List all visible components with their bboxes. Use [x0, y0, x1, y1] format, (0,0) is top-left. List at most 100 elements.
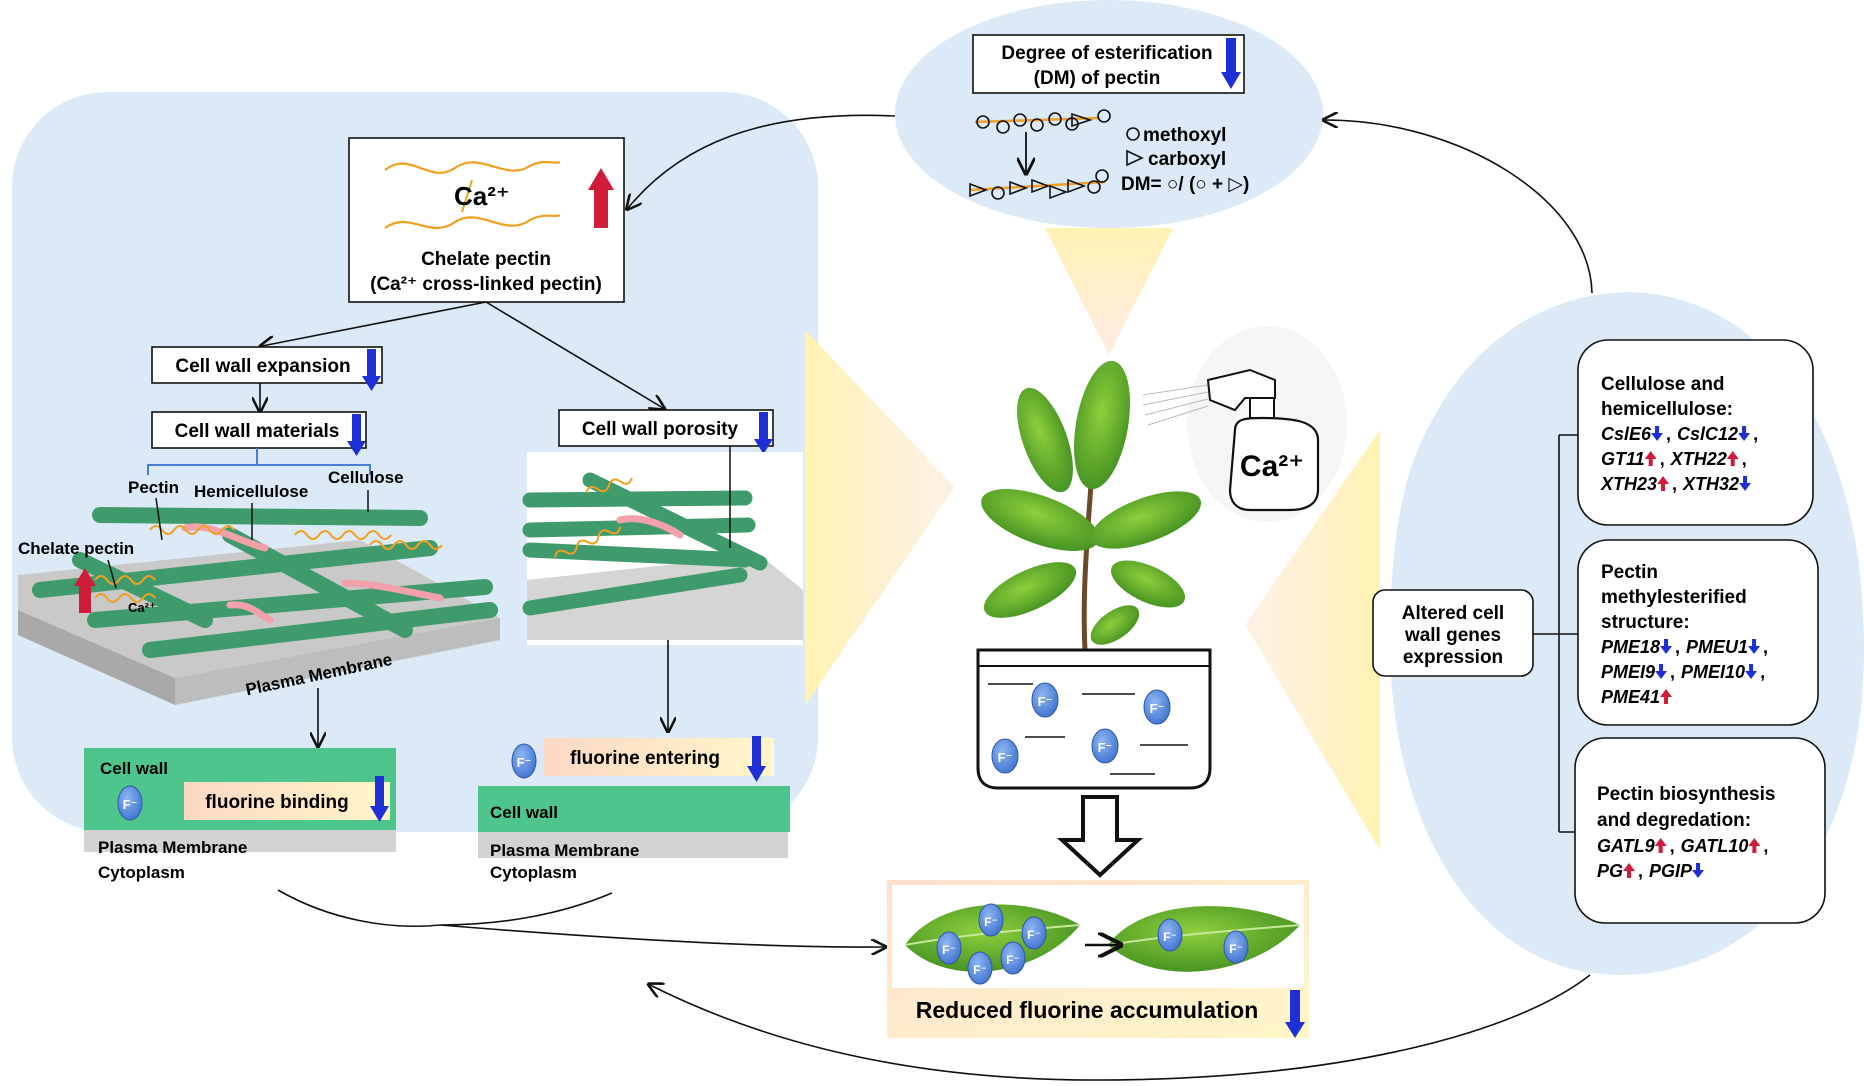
svg-text:F⁻: F⁻	[123, 797, 138, 812]
svg-text:F⁻: F⁻	[998, 750, 1013, 765]
gene-name: CslE6	[1601, 424, 1652, 444]
gene-separator: ,	[1638, 861, 1643, 881]
svg-text:methoxyl: methoxyl	[1143, 125, 1226, 146]
fluorine-entering-label: fluorine entering	[570, 748, 720, 769]
down-arrow-icon	[1655, 664, 1668, 679]
calcium-spray-bottle: Ca²⁺	[1142, 326, 1347, 522]
down-arrow-icon	[1748, 639, 1761, 654]
svg-text:F⁻: F⁻	[1163, 930, 1177, 944]
gene-name: PME41	[1601, 687, 1660, 707]
materials-bracket	[147, 448, 371, 475]
gene-list: PME18,PMEU1,PMEI9,PMEI10,PME41	[1601, 637, 1768, 707]
gene-separator: ,	[1742, 449, 1747, 469]
gene-group-cellulose: Cellulose and hemicellulose: CslE6,CslC1…	[1577, 339, 1814, 526]
gene-name: GATL10	[1681, 836, 1749, 856]
gene-separator: ,	[1660, 449, 1665, 469]
svg-text:Pectin: Pectin	[1601, 562, 1658, 583]
down-arrow-blue	[747, 736, 766, 782]
fluorine-binding-layer: Cell wall fluorine binding F⁻ Plasma Mem…	[84, 748, 396, 890]
svg-text:F⁻: F⁻	[1150, 701, 1165, 716]
fluorine-binding-label: fluorine binding	[205, 792, 349, 813]
gene-name: GT11	[1601, 449, 1645, 469]
up-arrow-icon	[1623, 863, 1636, 878]
gene-name: GATL9	[1597, 836, 1655, 856]
chelate-pectin-label: Chelate pectin	[18, 539, 134, 558]
gene-name: PGIP	[1649, 861, 1693, 881]
svg-text:F⁻: F⁻	[1038, 694, 1053, 709]
fluoride-ion-icon: F⁻	[978, 903, 1004, 937]
down-arrow-blue	[754, 412, 773, 454]
arrow-dm-to-chelate	[628, 114, 896, 208]
flow-curve-to-result	[277, 889, 441, 928]
result-box: F⁻ F⁻ F⁻ F⁻ F⁻ F⁻ F⁻ Reduced fluorine ac…	[887, 880, 1309, 1038]
svg-text:Altered cell: Altered cell	[1402, 603, 1504, 624]
svg-text:F⁻: F⁻	[1098, 740, 1113, 755]
tea-plant-icon	[981, 360, 1202, 651]
pectin-chain-upper	[384, 160, 561, 174]
up-arrow-icon	[1660, 689, 1673, 704]
svg-text:hemicellulose:: hemicellulose:	[1601, 399, 1733, 420]
de-esterified-pectin-chain	[969, 169, 1109, 200]
arrow-genes-to-left-panel	[650, 974, 1591, 1081]
pectin-label: Pectin	[128, 478, 179, 497]
gene-separator: ,	[1763, 836, 1768, 856]
cell-wall-label: Cell wall	[100, 759, 168, 778]
gene-name: CslC12	[1677, 424, 1738, 444]
up-arrow-icon	[1726, 451, 1739, 466]
plasma-membrane-label: Plasma Membrane	[490, 841, 639, 860]
fluoride-ion-icon: F⁻	[1157, 918, 1183, 952]
up-arrow-icon	[1748, 838, 1761, 853]
up-arrow-red	[74, 568, 96, 613]
svg-text:F⁻: F⁻	[984, 915, 998, 929]
gene-name: PMEU1	[1686, 637, 1748, 657]
down-arrow-icon	[1660, 639, 1673, 654]
fluoride-ion-icon: F⁻	[1000, 941, 1026, 975]
fluoride-ion-icon: F⁻	[117, 785, 143, 821]
svg-text:and degredation:: and degredation:	[1597, 810, 1751, 831]
right-pointer-triangle	[1245, 430, 1380, 850]
cell-wall-expansion-label: Cell wall expansion	[175, 356, 350, 377]
plasma-membrane-label: Plasma Membrane	[98, 838, 247, 857]
leaf-low-fluorine	[1107, 906, 1301, 972]
svg-text:Pectin biosynthesis: Pectin biosynthesis	[1597, 784, 1775, 805]
spray-ca-label: Ca²⁺	[1240, 450, 1304, 483]
chelate-pectin-box: Ca²⁺ Chelate pectin (Ca²⁺ cross-linked p…	[348, 137, 625, 303]
chelate-ca-ion: Ca²⁺	[454, 181, 510, 211]
svg-text:structure:: structure:	[1601, 612, 1690, 633]
svg-text:methylesterified: methylesterified	[1601, 587, 1747, 608]
carboxyl-legend: carboxyl	[1126, 149, 1226, 170]
gene-name: PMEI9	[1601, 662, 1655, 682]
ca-small-label: Ca²⁺	[128, 600, 156, 615]
up-arrow-icon	[1644, 451, 1657, 466]
up-arrow-icon	[1657, 476, 1670, 491]
dm-title-line1: Degree of esterification	[1001, 43, 1212, 64]
down-arrow-icon	[1651, 426, 1664, 441]
gene-group-pectin-structure: Pectin methylesterified structure: PME18…	[1577, 539, 1819, 726]
cell-wall-structure-right	[522, 446, 803, 645]
dm-title-line2: (DM) of pectin	[1034, 68, 1161, 89]
cell-wall-label: Cell wall	[490, 803, 558, 822]
gene-separator: ,	[1670, 836, 1675, 856]
svg-text:F⁻: F⁻	[517, 755, 532, 770]
pectin-chain-lower	[384, 213, 561, 229]
gene-separator: ,	[1763, 637, 1768, 657]
gene-name: PME18	[1601, 637, 1660, 657]
down-arrow-blue	[1221, 38, 1241, 89]
gene-separator: ,	[1753, 424, 1758, 444]
hollow-down-arrow	[1056, 795, 1144, 878]
fluoride-ion-icon: F⁻	[1021, 916, 1047, 950]
down-arrow-blue	[370, 776, 389, 822]
dm-formula: DM= ○/ (○ + ▷)	[1121, 174, 1249, 195]
gene-name: PG	[1597, 861, 1623, 881]
fluoride-ion-icon: F⁻	[991, 738, 1019, 774]
gene-separator: ,	[1670, 662, 1675, 682]
fluoride-ion-icon: F⁻	[511, 743, 537, 779]
cell-wall-porosity-box: Cell wall porosity	[558, 409, 774, 454]
svg-text:F⁻: F⁻	[1229, 942, 1243, 956]
svg-text:F⁻: F⁻	[942, 943, 956, 957]
cytoplasm-label: Cytoplasm	[98, 863, 185, 882]
down-arrow-icon	[1692, 863, 1705, 878]
down-arrow-blue	[1285, 990, 1305, 1038]
hydroponic-tank: F⁻ F⁻ F⁻ F⁻	[976, 648, 1212, 790]
